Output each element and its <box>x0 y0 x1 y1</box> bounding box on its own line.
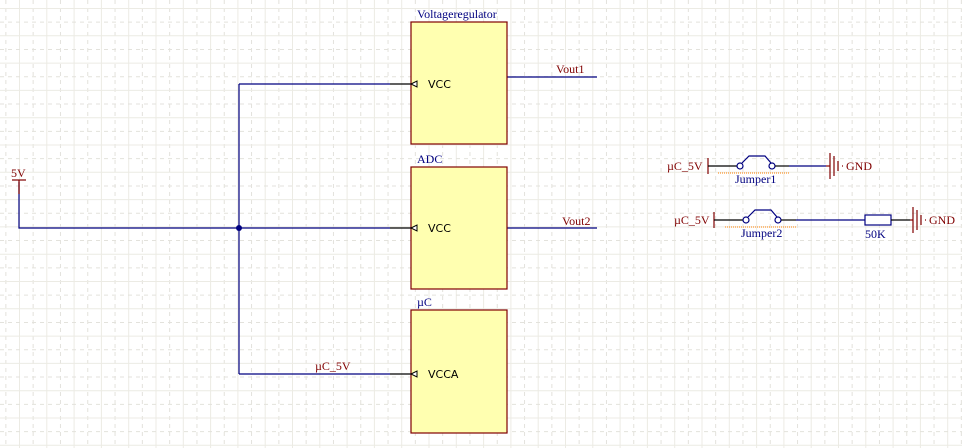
pin-arrow-icon <box>409 80 418 88</box>
ground-icon <box>910 207 926 233</box>
net-label-uc-5v[interactable]: µC_5V <box>315 359 351 373</box>
jumper-icon <box>736 155 776 170</box>
jumper-designator: Jumper2 <box>741 226 782 240</box>
net-label-uc-5v[interactable]: µC_5V <box>667 159 703 173</box>
pin-label: VCC <box>428 78 451 91</box>
component-designator: Voltageregulator <box>417 7 497 21</box>
component-voltageregulator[interactable]: Voltageregulator VCC Vout1 <box>390 7 584 145</box>
resistor-icon[interactable] <box>864 214 892 226</box>
component-designator: ADC <box>417 152 442 166</box>
component-designator: µC <box>417 295 432 309</box>
pin-label: VCCA <box>428 368 459 381</box>
ground-label: GND <box>846 159 872 173</box>
junction-dot <box>236 225 242 231</box>
ground-label: GND <box>929 213 955 227</box>
wires <box>18 76 597 375</box>
pin-label: VCC <box>428 222 451 235</box>
wire-5v-main[interactable] <box>18 182 390 229</box>
jumper-designator: Jumper1 <box>735 172 776 186</box>
power-port-5v[interactable]: 5V <box>11 166 26 194</box>
resistor-value: 50K <box>865 227 886 241</box>
pin-arrow-icon <box>409 224 418 232</box>
jumper-circuit-2[interactable]: µC_5V Jumper2 50K GND <box>674 207 955 241</box>
ground-icon <box>826 153 843 179</box>
jumper-circuit-1[interactable]: µC_5V Jumper1 GND <box>667 153 872 186</box>
net-label-vout2[interactable]: Vout2 <box>562 214 590 228</box>
jumper-icon <box>742 209 782 224</box>
net-label-vout1[interactable]: Vout1 <box>556 62 584 76</box>
component-adc[interactable]: ADC VCC Vout2 <box>390 152 590 290</box>
net-label-uc-5v[interactable]: µC_5V <box>674 213 710 227</box>
power-port-5v-label: 5V <box>11 166 26 180</box>
component-microcontroller[interactable]: µC VCCA µC_5V <box>315 295 508 434</box>
pin-arrow-icon <box>409 370 418 378</box>
